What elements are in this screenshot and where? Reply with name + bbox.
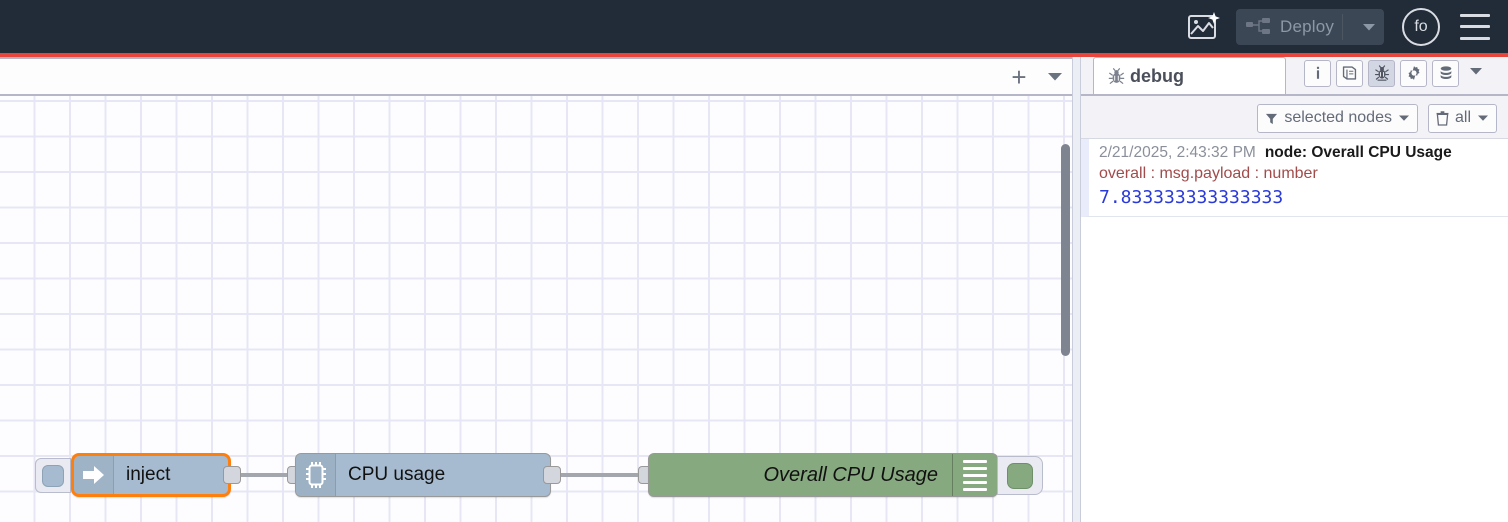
node-debug-overall-cpu-usage[interactable]: Overall CPU Usage [648, 453, 998, 497]
deploy-button[interactable]: Deploy [1236, 8, 1384, 45]
debug-message-timestamp: 2/21/2025, 2:43:32 PM [1099, 144, 1256, 161]
header-accent-line [0, 53, 1508, 57]
sidebar-panel: debug [1080, 57, 1508, 522]
debug-message-topic: overall : msg.payload : number [1099, 165, 1318, 182]
sidebar-icon-group [1304, 57, 1488, 89]
deploy-node-icon [1246, 17, 1272, 36]
trash-icon [1436, 110, 1449, 126]
node-label: inject [126, 464, 171, 485]
debug-filter-row: selected nodes all [1081, 98, 1508, 138]
clear-messages-button[interactable]: all [1427, 103, 1497, 133]
info-icon[interactable] [1304, 59, 1331, 87]
inject-trigger-button[interactable] [35, 458, 71, 493]
bug-icon [1108, 67, 1125, 85]
node-inject[interactable]: inject [71, 453, 231, 497]
context-data-icon[interactable] [1432, 59, 1459, 87]
flow-workspace: + inject [0, 57, 1080, 522]
filter-chevron-down-icon [1398, 114, 1410, 122]
debug-node-toggle-button[interactable] [997, 456, 1043, 495]
app-header: Deploy fo [0, 0, 1508, 53]
help-book-icon[interactable] [1336, 59, 1363, 87]
microchip-icon [296, 454, 336, 496]
node-cpu-usage[interactable]: CPU usage [295, 453, 551, 497]
debug-message-header: 2/21/2025, 2:43:32 PM node: Overall CPU … [1099, 144, 1501, 162]
sidebar-tab-row: debug [1081, 57, 1508, 96]
node-label: CPU usage [348, 464, 446, 485]
node-label: Overall CPU Usage [763, 463, 938, 486]
funnel-icon [1265, 112, 1278, 125]
canvas-vertical-scrollbar[interactable] [1061, 144, 1070, 356]
clear-chevron-down-icon [1477, 114, 1489, 122]
debug-message-value: 7.833333333333333 [1099, 187, 1284, 208]
config-gear-icon[interactable] [1400, 59, 1427, 87]
flow-canvas[interactable]: inject [0, 96, 1080, 522]
port-output-cpu[interactable] [543, 466, 561, 484]
tab-debug[interactable]: debug [1093, 57, 1286, 94]
sidebar-chevron-down-icon[interactable] [1464, 57, 1488, 84]
debug-message-list[interactable]: 2/21/2025, 2:43:32 PM node: Overall CPU … [1081, 138, 1508, 522]
debug-message[interactable]: 2/21/2025, 2:43:32 PM node: Overall CPU … [1081, 139, 1508, 217]
deploy-divider [1342, 13, 1344, 40]
flow-tab-bar: + [0, 57, 1080, 96]
port-output-inject[interactable] [223, 466, 241, 484]
debug-bug-icon[interactable] [1368, 59, 1395, 87]
wire-inject-to-cpu [240, 473, 289, 477]
add-flow-button[interactable]: + [1011, 61, 1027, 92]
hamburger-menu-icon[interactable] [1460, 13, 1490, 40]
debug-message-source-node[interactable]: node: Overall CPU Usage [1264, 144, 1452, 161]
clear-label: all [1454, 109, 1471, 126]
filter-selected-nodes-button[interactable]: selected nodes [1257, 103, 1418, 133]
image-sparkle-icon[interactable] [1180, 7, 1226, 47]
deploy-chevron-down-icon[interactable] [1360, 18, 1378, 36]
deploy-label: Deploy [1280, 16, 1335, 36]
flow-list-chevron-down-icon[interactable] [1040, 60, 1070, 94]
editor-body: + inject [0, 57, 1508, 522]
filter-label: selected nodes [1284, 109, 1392, 126]
tab-debug-label: debug [1130, 65, 1184, 86]
avatar[interactable]: fo [1402, 7, 1440, 46]
debug-lines-icon [952, 454, 997, 496]
wire-cpu-to-debug [560, 473, 640, 477]
panel-divider[interactable] [1072, 57, 1080, 522]
arrow-right-icon [74, 456, 114, 494]
avatar-initials: fo [1414, 17, 1428, 35]
